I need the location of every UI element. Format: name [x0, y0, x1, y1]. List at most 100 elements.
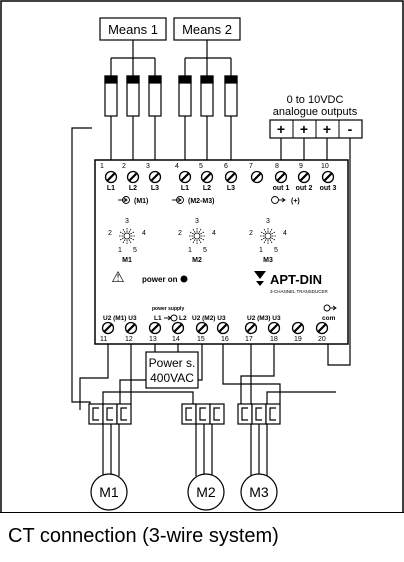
power-led-icon	[180, 275, 188, 283]
dial-digit: 5	[133, 247, 137, 254]
dial-digit: 4	[142, 230, 146, 237]
fuse-to-terminal-wiring	[110, 116, 232, 160]
svg-text:L2: L2	[129, 185, 137, 192]
output-sign-1: +	[277, 121, 285, 137]
dial-label: M3	[263, 257, 273, 264]
motor-m1-label: M1	[99, 484, 119, 500]
svg-text:7: 7	[249, 163, 253, 170]
dial-digit: 5	[274, 247, 278, 254]
output-sign-2: +	[300, 121, 308, 137]
means-2-box: Means 2	[173, 17, 241, 41]
svg-text:12: 12	[125, 336, 133, 343]
motor-m2: M2	[187, 424, 225, 511]
svg-text:out 1: out 1	[273, 185, 290, 192]
top-terminal-2	[126, 170, 140, 184]
top-terminal-1	[104, 170, 118, 184]
brand-subtitle: 3-CHANNEL TRANSDUCER	[270, 289, 329, 294]
top-terminal-6	[224, 170, 238, 184]
dial-digit: 4	[283, 230, 287, 237]
svg-text:1: 1	[100, 163, 104, 170]
bottom-terminal-9	[291, 321, 305, 335]
power-supply-caption: power supply	[152, 306, 184, 312]
motor-m3: M3	[240, 424, 278, 511]
bottom-terminal-captions: power supply U2 (M1) U3 L1 L2 U2 (M2) U3…	[103, 304, 337, 322]
svg-text:5: 5	[199, 163, 203, 170]
brand-logo: APT-DIN 3-CHANNEL TRANSDUCER	[254, 271, 329, 294]
means-wiring	[110, 40, 232, 76]
ct-m3	[237, 403, 281, 425]
svg-text:9: 9	[299, 163, 303, 170]
group-m2-bottom: U2 (M2) U3	[192, 315, 226, 322]
svg-text:13: 13	[149, 336, 157, 343]
svg-text:4: 4	[175, 163, 179, 170]
dial-digit: 5	[203, 247, 207, 254]
device-body	[94, 159, 349, 345]
ct-m2	[181, 403, 225, 425]
top-terminal-8	[274, 170, 288, 184]
group-output-caption: (+)	[291, 198, 300, 205]
svg-text:out 3: out 3	[320, 185, 337, 192]
output-symbol-icon	[323, 304, 337, 312]
dial-digit: 3	[266, 218, 270, 225]
group-m2m3-caption: (M2-M3)	[188, 198, 214, 205]
dial-m3: 1 2 3 4 5M3	[249, 218, 287, 264]
group-m3-bottom: U2 (M3) U3	[247, 315, 281, 322]
dial-digit: 4	[212, 230, 216, 237]
means-1-box: Means 1	[99, 17, 167, 41]
com-label: com	[322, 315, 336, 322]
diagram-canvas: Means 1 Means 2 0 to 10VDC analogu	[0, 0, 404, 512]
svg-text:8: 8	[275, 163, 279, 170]
bottom-terminal-7	[244, 321, 258, 335]
dial-digit: 2	[178, 230, 182, 237]
svg-text:17: 17	[245, 336, 253, 343]
dial-digit: 1	[118, 247, 122, 254]
output-sign-4: -	[348, 121, 353, 137]
group-m1-caption: (M1)	[134, 198, 148, 205]
motor-m3-label: M3	[249, 484, 269, 500]
bottom-terminal-10	[315, 321, 329, 335]
current-transformers	[88, 403, 281, 425]
means-1-label: Means 1	[108, 22, 158, 37]
top-terminal-9	[297, 170, 311, 184]
power-supply-box: Power s. 400VAC	[145, 351, 199, 389]
top-terminal-4	[178, 170, 192, 184]
top-terminals	[104, 170, 335, 184]
top-terminal-10	[321, 170, 335, 184]
ps-l2: L2	[179, 315, 187, 322]
brand-name: APT-DIN	[270, 272, 322, 287]
brand-triangle-icon	[254, 271, 266, 279]
motor-m1: M1	[90, 424, 128, 511]
top-terminal-7	[250, 170, 264, 184]
svg-text:L3: L3	[227, 185, 235, 192]
svg-text:6: 6	[224, 163, 228, 170]
group-m1-bottom: U2 (M1) U3	[103, 315, 137, 322]
outer-frame	[0, 0, 404, 512]
bottom-terminal-1	[101, 321, 115, 335]
means-2-label: Means 2	[182, 22, 232, 37]
ct-m1	[88, 403, 132, 425]
warning-icon: ⚠	[111, 269, 124, 286]
dial-digit: 2	[249, 230, 253, 237]
output-wiring	[280, 138, 351, 366]
top-terminal-labels: L1 L2 L3 L1 L2 L3 out 1 out 2 out 3	[107, 185, 337, 192]
bottom-terminal-8	[267, 321, 281, 335]
input-symbol-icon	[172, 196, 184, 204]
bottom-terminal-4	[171, 321, 185, 335]
bottom-terminal-2	[124, 321, 138, 335]
svg-text:14: 14	[172, 336, 180, 343]
bottom-terminal-numbers: 11 12 13 14 15 16 17 18 19 20	[100, 336, 326, 343]
svg-text:16: 16	[221, 336, 229, 343]
dial-digit: 2	[108, 230, 112, 237]
top-terminal-5	[200, 170, 214, 184]
svg-text:19: 19	[294, 336, 302, 343]
power-box-line2: 400VAC	[150, 371, 194, 385]
dial-digit: 1	[259, 247, 263, 254]
outputs-label-line1: 0 to 10VDC	[287, 94, 344, 106]
svg-text:18: 18	[270, 336, 278, 343]
dial-digit: 1	[188, 247, 192, 254]
output-sign-3: +	[323, 121, 331, 137]
fuses	[104, 75, 238, 117]
